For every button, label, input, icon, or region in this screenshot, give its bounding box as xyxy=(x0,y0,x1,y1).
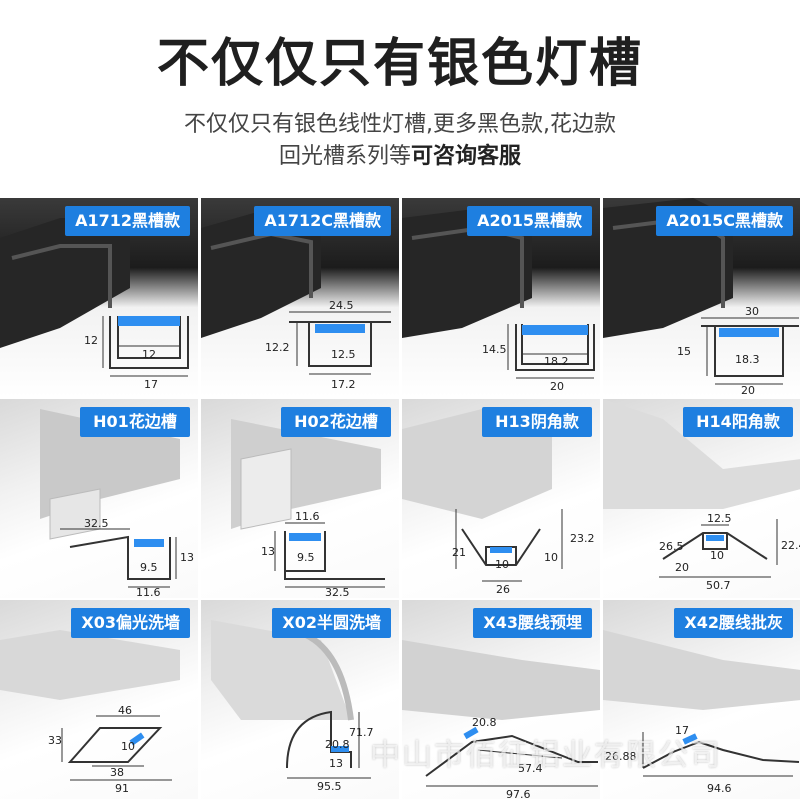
dim-wing: 26.5 xyxy=(659,540,684,553)
dim-outer-width: 20 xyxy=(741,384,755,397)
dim-total-width: 95.5 xyxy=(317,780,342,793)
dim-base-width: 38 xyxy=(110,766,124,779)
product-grid: 12 12 17 A1712黑槽款 24.5 12.2 12.5 17.2 A1… xyxy=(0,198,800,800)
product-tile-x02[interactable]: 71.7 20.8 13 95.5 X02半圆洗墙 xyxy=(201,600,399,799)
product-tile-x03[interactable]: 46 33 10 38 91 X03偏光洗墙 xyxy=(0,600,198,799)
product-tile-a1712[interactable]: 12 12 17 A1712黑槽款 xyxy=(0,198,198,397)
product-tile-a2015[interactable]: 14.5 18.2 20 A2015黑槽款 xyxy=(402,198,600,397)
profile-diagram xyxy=(0,630,180,781)
product-tile-a2015c[interactable]: 30 15 18.3 20 A2015C黑槽款 xyxy=(603,198,800,397)
led-strip-icon xyxy=(289,533,321,541)
product-label-badge: A2015C黑槽款 xyxy=(656,206,793,236)
dim-height: 33 xyxy=(48,734,62,747)
dim-height: 14.5 xyxy=(482,343,507,356)
dim-total-width: 50.7 xyxy=(706,579,731,592)
profile-diagram xyxy=(402,640,600,787)
dim-led-width: 20.8 xyxy=(325,738,350,751)
led-strip-icon xyxy=(129,732,145,746)
dim-inner-width: 57.4 xyxy=(518,762,543,775)
product-label-badge: H01花边槽 xyxy=(80,407,190,437)
dim-outer-width: 20 xyxy=(550,380,564,393)
dim-flange-width: 32.5 xyxy=(84,517,109,530)
product-tile-h02[interactable]: 11.6 13 9.5 32.5 H02花边槽 xyxy=(201,399,399,598)
dim-height: 26.88 xyxy=(605,750,637,763)
product-label-badge: X02半圆洗墙 xyxy=(272,608,391,638)
product-label-badge: A2015黑槽款 xyxy=(467,206,592,236)
dim-led-width: 20.8 xyxy=(472,716,497,729)
subtitle-line-1: 不仅仅只有银色线性灯槽,更多黑色款,花边款 xyxy=(184,112,616,137)
dim-height: 22.4 xyxy=(781,539,800,552)
dim-height: 15 xyxy=(677,345,691,358)
dim-height: 12 xyxy=(84,334,98,347)
product-label-badge: X43腰线预埋 xyxy=(473,608,592,638)
product-label-badge: H14阳角款 xyxy=(683,407,793,437)
led-strip-icon xyxy=(490,547,512,553)
page-title: 不仅仅只有银色灯槽 xyxy=(156,34,643,94)
dim-slope: 20 xyxy=(675,561,689,574)
led-strip-icon xyxy=(719,328,779,337)
led-strip-icon xyxy=(463,726,479,740)
product-label-badge: A1712黑槽款 xyxy=(65,206,190,236)
led-strip-icon xyxy=(118,316,180,326)
product-tile-h01[interactable]: 32.5 13 9.5 11.6 H01花边槽 xyxy=(0,399,198,598)
dim-height: 71.7 xyxy=(349,726,374,739)
product-label-badge: X03偏光洗墙 xyxy=(71,608,190,638)
subtitle-line-2-plain: 回光槽系列等 xyxy=(278,144,411,169)
dim-total-width: 91 xyxy=(115,782,129,795)
led-strip-icon xyxy=(315,324,365,333)
dim-inner-width: 12.5 xyxy=(331,348,356,361)
dim-bottom-width: 26 xyxy=(496,583,510,596)
dim-outer-width: 17 xyxy=(144,378,158,391)
dim-height: 13 xyxy=(261,545,275,558)
led-strip-icon xyxy=(134,539,164,547)
dim-flange-width: 32.5 xyxy=(325,586,350,598)
product-tile-x42[interactable]: 17 26.88 94.6 X42腰线批灰 xyxy=(603,600,800,799)
led-strip-icon xyxy=(522,325,588,335)
header: 不仅仅只有银色灯槽 不仅仅只有银色线性灯槽,更多黑色款,花边款 回光槽系列等可咨… xyxy=(0,0,800,196)
dim-top-width: 30 xyxy=(745,305,759,318)
product-tile-x43[interactable]: 20.8 57.4 97.6 X43腰线预埋 xyxy=(402,600,600,799)
product-label-badge: A1712C黑槽款 xyxy=(254,206,391,236)
profile-diagram xyxy=(231,419,385,588)
dim-led-width: 17 xyxy=(675,724,689,737)
dim-inner-width: 9.5 xyxy=(297,551,315,564)
profile-diagram xyxy=(603,399,800,578)
dim-height: 13 xyxy=(180,551,194,564)
dim-channel-height: 10 xyxy=(544,551,558,564)
product-tile-a1712c[interactable]: 24.5 12.2 12.5 17.2 A1712C黑槽款 xyxy=(201,198,399,397)
product-label-badge: X42腰线批灰 xyxy=(674,608,793,638)
profile-diagram xyxy=(201,208,391,375)
dim-outer-width: 17.2 xyxy=(331,378,356,391)
dim-height: 12.2 xyxy=(265,341,290,354)
product-tile-h13[interactable]: 21 10 23.2 10 26 H13阴角款 xyxy=(402,399,600,598)
profile-diagram xyxy=(603,630,800,777)
dim-led-height: 13 xyxy=(329,757,343,770)
dim-inner-width: 9.5 xyxy=(140,561,158,574)
dim-channel-width: 10 xyxy=(710,549,724,562)
dim-outer-width: 11.6 xyxy=(136,586,161,598)
dim-inner-width: 12 xyxy=(142,348,156,361)
dim-channel-width: 10 xyxy=(495,558,509,571)
dim-top-width: 11.6 xyxy=(295,510,320,523)
dim-inner-width: 18.3 xyxy=(735,353,760,366)
subtitle-line-2: 回光槽系列等可咨询客服 xyxy=(0,142,800,172)
product-label-badge: H02花边槽 xyxy=(281,407,391,437)
dim-inner-width: 18.2 xyxy=(544,355,569,368)
product-tile-h14[interactable]: 12.5 26.5 10 22.4 20 50.7 H14阳角款 xyxy=(603,399,800,598)
profile-diagram xyxy=(0,218,189,377)
dim-top-width: 46 xyxy=(118,704,132,717)
dim-top-width: 12.5 xyxy=(707,512,732,525)
led-strip-icon xyxy=(331,746,349,752)
consult-service-text: 可咨询客服 xyxy=(411,144,522,169)
led-strip-icon xyxy=(706,535,724,541)
dim-total-height: 23.2 xyxy=(570,532,595,545)
dim-total-width: 97.6 xyxy=(506,788,531,799)
company-watermark: 中山市佰征铝业有限公司 xyxy=(370,738,722,773)
product-label-badge: H13阴角款 xyxy=(482,407,592,437)
dim-wing-left: 21 xyxy=(452,546,466,559)
dim-led-width: 10 xyxy=(121,740,135,753)
dim-top-width: 24.5 xyxy=(329,299,354,312)
led-strip-icon xyxy=(682,733,698,745)
dim-total-width: 94.6 xyxy=(707,782,732,795)
